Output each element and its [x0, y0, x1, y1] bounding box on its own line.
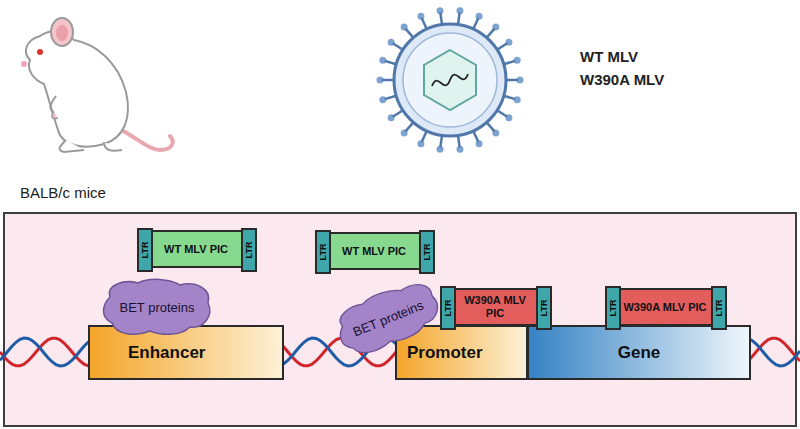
- node-text: Gene: [618, 343, 661, 363]
- pic-box: W390A MLV PIC LTR LTR: [440, 288, 550, 326]
- ltr-box: LTR: [536, 286, 552, 330]
- node-text: LTR: [318, 244, 328, 261]
- ltr-box: LTR: [605, 286, 621, 330]
- dna-region-box: Enhancer: [88, 325, 284, 380]
- label-text: BALB/c mice: [20, 184, 106, 201]
- pic-box: WT MLV PIC LTR LTR: [315, 232, 433, 270]
- mouse-illustration: [21, 18, 173, 152]
- node-text: LTR: [608, 300, 618, 317]
- node-text: Promoter: [407, 343, 483, 363]
- node-text: LTR: [443, 300, 453, 317]
- node-text: LTR: [140, 242, 150, 259]
- node-text: LTR: [422, 244, 432, 261]
- node-text: WT MLV PIC: [342, 245, 406, 258]
- node-text: LTR: [244, 242, 254, 259]
- ltr-box: LTR: [419, 230, 435, 274]
- node-text: LTR: [539, 300, 549, 317]
- node-text: W390A MLV PIC: [623, 301, 706, 314]
- node-text: BET proteins: [120, 300, 195, 315]
- node-text: WT MLV PIC: [164, 243, 228, 256]
- label-text: W390A MLV: [580, 71, 664, 88]
- dna-region-box: Gene: [527, 325, 751, 380]
- bet-protein-blob: BET proteins: [100, 277, 214, 337]
- ltr-box: LTR: [711, 286, 727, 330]
- ltr-box: LTR: [137, 228, 153, 272]
- node-text: Enhancer: [128, 343, 205, 363]
- label-text: WT MLV: [580, 48, 638, 65]
- pic-box: WT MLV PIC LTR LTR: [137, 230, 255, 268]
- ltr-box: LTR: [440, 286, 456, 330]
- ltr-box: LTR: [315, 230, 331, 274]
- node-text: W390A MLV PIC: [458, 294, 532, 319]
- pic-box: W390A MLV PIC LTR LTR: [605, 288, 725, 326]
- virus-illustration: [377, 7, 524, 153]
- ltr-box: LTR: [241, 228, 257, 272]
- node-text: LTR: [714, 300, 724, 317]
